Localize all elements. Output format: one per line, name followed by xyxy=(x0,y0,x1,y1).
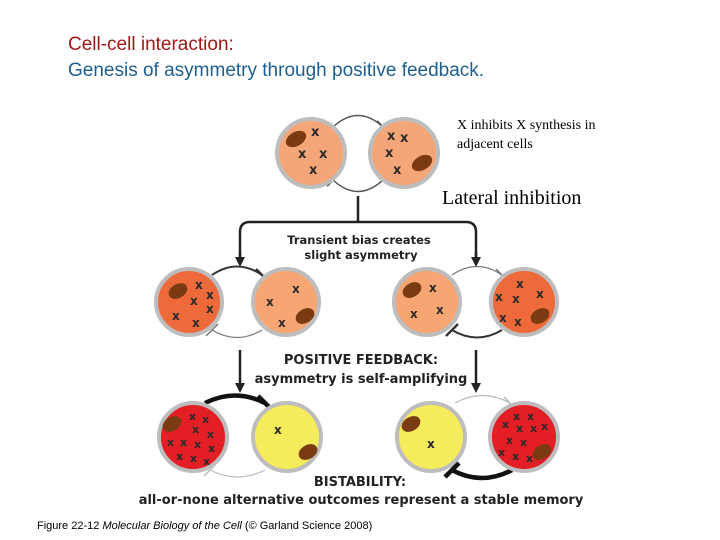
cell-bias-low xyxy=(392,267,462,337)
x-marker: x xyxy=(499,311,507,325)
x-marker: x xyxy=(189,410,196,423)
x-marker: x xyxy=(436,303,444,317)
x-marker: x xyxy=(526,452,533,465)
book-title: Molecular Biology of the Cell xyxy=(102,520,242,532)
x-marker: x xyxy=(190,452,197,465)
nucleus-initial-left xyxy=(285,130,307,148)
copyright-credit: (© Garland Science 2008) xyxy=(244,520,373,532)
x-marker: x xyxy=(203,455,210,468)
x-marker: x xyxy=(410,307,418,321)
x-marker: x xyxy=(502,418,509,431)
x-marker: x xyxy=(512,450,519,463)
x-marker: x xyxy=(516,422,523,435)
inhibition-rule-line-1: X inhibits X synthesis in xyxy=(457,118,596,133)
x-marker: x xyxy=(514,315,522,329)
bistable-pair-left: x x x x x x x x x x x x xyxy=(157,393,323,478)
cell-bias-high xyxy=(154,267,224,337)
x-marker: x xyxy=(298,147,307,162)
x-marker: x xyxy=(512,292,520,306)
inhibit-arrow-bottom xyxy=(332,179,384,193)
x-marker: x xyxy=(207,428,214,441)
nucleus xyxy=(530,308,550,324)
initial-cell-pair: x x x x x x x x xyxy=(275,114,440,193)
x-marker: x xyxy=(516,277,524,291)
cell-bias-low xyxy=(251,267,321,337)
bias-pair-left: x x x x x x x x x xyxy=(154,265,321,339)
x-marker: x xyxy=(429,281,437,295)
x-marker: x xyxy=(274,423,282,437)
x-marker: x xyxy=(202,413,209,426)
x-marker: x xyxy=(311,125,320,140)
x-marker: x xyxy=(192,316,200,330)
x-marker: x xyxy=(206,302,214,316)
x-marker: x xyxy=(266,295,274,309)
x-marker: x xyxy=(292,282,300,296)
stage3-label-line-2: all-or-none alternative outcomes represe… xyxy=(139,493,584,508)
x-marker: x xyxy=(527,410,534,423)
nucleus xyxy=(168,283,188,299)
x-marker: x xyxy=(167,436,174,449)
lateral-inhibition-diagram: x x x x x x x x Transient bias creates s… xyxy=(139,114,584,508)
x-marker: x xyxy=(385,146,394,161)
inhibit-arrow-top xyxy=(332,114,384,128)
x-marker: x xyxy=(513,410,520,423)
nucleus xyxy=(402,282,422,298)
nucleus xyxy=(532,444,552,460)
stage2-label-line-1: POSITIVE FEEDBACK: xyxy=(284,353,438,368)
x-marker: x xyxy=(208,442,215,455)
x-marker: x xyxy=(319,147,328,162)
x-marker: x xyxy=(206,288,214,302)
x-marker: x xyxy=(536,287,544,301)
x-marker: x xyxy=(309,163,318,178)
x-marker: x xyxy=(393,163,402,178)
x-marker: x xyxy=(190,294,198,308)
bias-pair-right: x x x x x x x x x xyxy=(392,265,559,339)
nucleus xyxy=(298,444,318,460)
title-line-2: Genesis of asymmetry through positive fe… xyxy=(68,60,485,81)
x-marker: x xyxy=(495,290,503,304)
cell-initial-right xyxy=(368,117,440,189)
inhibition-rule-line-2: adjacent cells xyxy=(457,137,533,152)
figure-caption: Figure 22-12 Molecular Biology of the Ce… xyxy=(37,520,372,532)
x-marker: x xyxy=(400,131,409,146)
x-marker: x xyxy=(387,129,396,144)
x-marker: x xyxy=(176,450,183,463)
nucleus-initial-right xyxy=(411,154,433,172)
x-marker: x xyxy=(172,309,180,323)
stage1-label-line-1: Transient bias creates xyxy=(287,233,431,247)
x-marker: x xyxy=(195,278,203,292)
lateral-inhibition-label: Lateral inhibition xyxy=(442,187,582,209)
stage3-label-line-1: BISTABILITY: xyxy=(314,475,406,490)
x-marker: x xyxy=(278,316,286,330)
x-marker: x xyxy=(530,422,537,435)
cell-repressed xyxy=(251,401,323,473)
branch-arrows xyxy=(235,196,481,267)
title-line-1: Cell-cell interaction: xyxy=(68,34,234,55)
x-marker: x xyxy=(192,423,199,436)
x-marker: x xyxy=(541,420,548,433)
inhibition-rule-note: X inhibits X synthesis in adjacent cells xyxy=(457,116,657,154)
stage2-label-line-2: asymmetry is self-amplifying xyxy=(255,372,468,387)
x-marker: x xyxy=(194,438,201,451)
nucleus xyxy=(162,416,182,432)
x-marker: x xyxy=(498,446,505,459)
nucleus xyxy=(295,308,315,324)
stage1-label-line-2: slight asymmetry xyxy=(304,248,418,262)
x-marker: x xyxy=(180,436,187,449)
x-marker: x xyxy=(427,437,435,451)
x-marker: x xyxy=(506,434,513,447)
nucleus xyxy=(401,416,421,432)
figure-number: Figure 22-12 xyxy=(37,520,100,532)
x-marker: x xyxy=(520,436,527,449)
bistable-pair-right: x x x x x x x x x x x x xyxy=(395,394,560,481)
